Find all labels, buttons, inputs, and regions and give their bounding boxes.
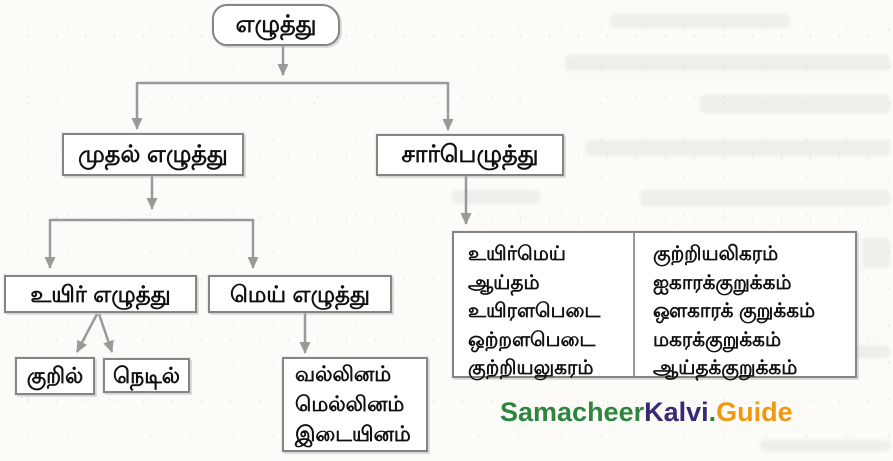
- node-label: நெடில்: [112, 362, 180, 388]
- node-label: எழுத்து: [235, 11, 317, 39]
- node-nedil: நெடில்: [103, 358, 190, 393]
- bleed-through-text: [610, 14, 790, 28]
- list-item: உயிரளபெடை: [468, 300, 601, 322]
- watermark-kalvi: Kalvi: [644, 397, 709, 427]
- node-kuril: குறில்: [15, 357, 95, 395]
- list-item: மெல்லினம்: [295, 392, 405, 416]
- bleed-through-text: [760, 440, 890, 451]
- bleed-through-text: [452, 190, 540, 204]
- bleed-through-text: [640, 190, 890, 206]
- list-item: ஆய்தம்: [468, 271, 540, 294]
- list-item: ஆய்தக்குறுக்கம்: [653, 357, 798, 379]
- node-ezhuthu-root: எழுத்து: [212, 4, 340, 46]
- list-item: குற்றியலுகரம்: [468, 357, 594, 379]
- watermark-guide: Guide: [716, 397, 793, 427]
- list-item: வல்லினம்: [295, 362, 392, 386]
- watermark-samacheer: Samacheer: [500, 397, 645, 427]
- node-uyir-ezhuthu: உயிர் எழுத்து: [4, 275, 197, 313]
- list-item: ஔகாரக் குறுக்கம்: [653, 300, 816, 322]
- node-mudhal-ezhuthu: முதல் எழுத்து: [62, 133, 244, 176]
- node-saarbu-ezhuthu: சார்பெழுத்து: [376, 134, 564, 176]
- bleed-through-text: [585, 140, 890, 156]
- list-item: உயிர்மெய்: [468, 243, 566, 265]
- saarbu-types-column-1: உயிர்மெய் ஆய்தம் உயிரளபெடை ஒற்றளபெடை குற…: [454, 233, 635, 379]
- list-item: குற்றியலிகரம்: [653, 243, 779, 265]
- bleed-through-text: [700, 95, 890, 113]
- list-item: ஐகாரக்குறுக்கம்: [653, 271, 792, 294]
- node-label: உயிர் எழுத்து: [30, 280, 171, 307]
- node-mei-types-list: வல்லினம் மெல்லினம் இடையினம்: [282, 357, 428, 452]
- node-label: மெய் எழுத்து: [230, 280, 370, 307]
- bleed-through-text: [862, 238, 890, 268]
- bleed-through-text: [565, 55, 890, 71]
- saarbu-types-column-2: குற்றியலிகரம் ஐகாரக்குறுக்கம் ஔகாரக் குற…: [635, 233, 855, 379]
- node-label: குறில்: [26, 363, 84, 389]
- node-saarbu-types-table: உயிர்மெய் ஆய்தம் உயிரளபெடை ஒற்றளபெடை குற…: [452, 231, 857, 379]
- list-item: மகரக்குறுக்கம்: [653, 328, 782, 351]
- watermark-dot: .: [708, 397, 717, 427]
- list-item: ஒற்றளபெடை: [468, 328, 596, 351]
- list-item: இடையினம்: [295, 422, 411, 446]
- node-label: முதல் எழுத்து: [78, 140, 228, 168]
- samacheerkalvi-guide-watermark: SamacheerKalvi.Guide: [500, 397, 793, 428]
- node-label: சார்பெழுத்து: [401, 141, 539, 169]
- node-mei-ezhuthu: மெய் எழுத்து: [208, 275, 392, 313]
